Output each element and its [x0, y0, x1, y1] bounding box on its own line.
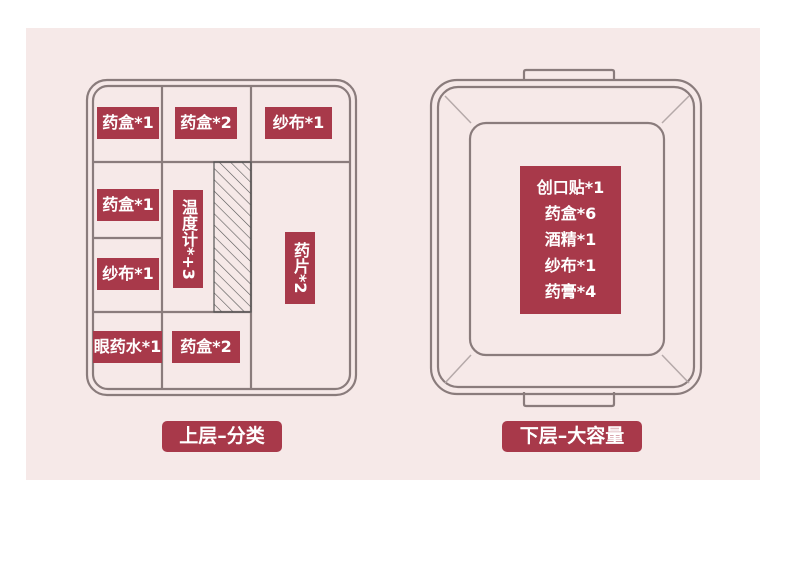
lower-items-list: 创口贴*1 药盒*6 酒精*1 纱布*1 药膏*4 [520, 166, 621, 314]
lower-item: 酒精*1 [544, 230, 597, 249]
upper-tray-outer [85, 78, 358, 397]
lower-tray-outer [429, 78, 703, 396]
label-thermometer: 温度计*+3 [173, 190, 203, 288]
lower-item: 纱布*1 [544, 256, 597, 275]
lower-item: 药盒*6 [544, 204, 597, 223]
label-eyedrops: 眼药水*1 [93, 331, 162, 363]
label-gauze-1b: 纱布*1 [97, 258, 159, 290]
background-panel [26, 28, 760, 480]
label-pillbox-2a: 药盒*2 [175, 107, 237, 139]
label-gauze-1a: 纱布*1 [265, 107, 332, 139]
lower-tray-corner-lines [444, 95, 690, 384]
lower-tray-top-handle [522, 68, 616, 80]
lower-tray-rim [436, 85, 696, 389]
label-pillbox-1b: 药盒*1 [97, 189, 159, 221]
lower-tray-bottom-handle [522, 392, 616, 408]
hatched-divider [213, 161, 252, 313]
lower-caption: 下层–大容量 [502, 421, 642, 452]
lower-tray-floor [468, 121, 666, 357]
upper-tray [85, 78, 358, 397]
label-pillbox-2b: 药盒*2 [172, 331, 240, 363]
lower-item: 创口贴*1 [536, 178, 605, 197]
lower-item: 药膏*4 [544, 282, 597, 301]
lower-tray [429, 68, 703, 408]
upper-caption: 上层–分类 [162, 421, 282, 452]
label-tablets: 药片*2 [285, 232, 315, 304]
label-pillbox-1a: 药盒*1 [97, 107, 159, 139]
